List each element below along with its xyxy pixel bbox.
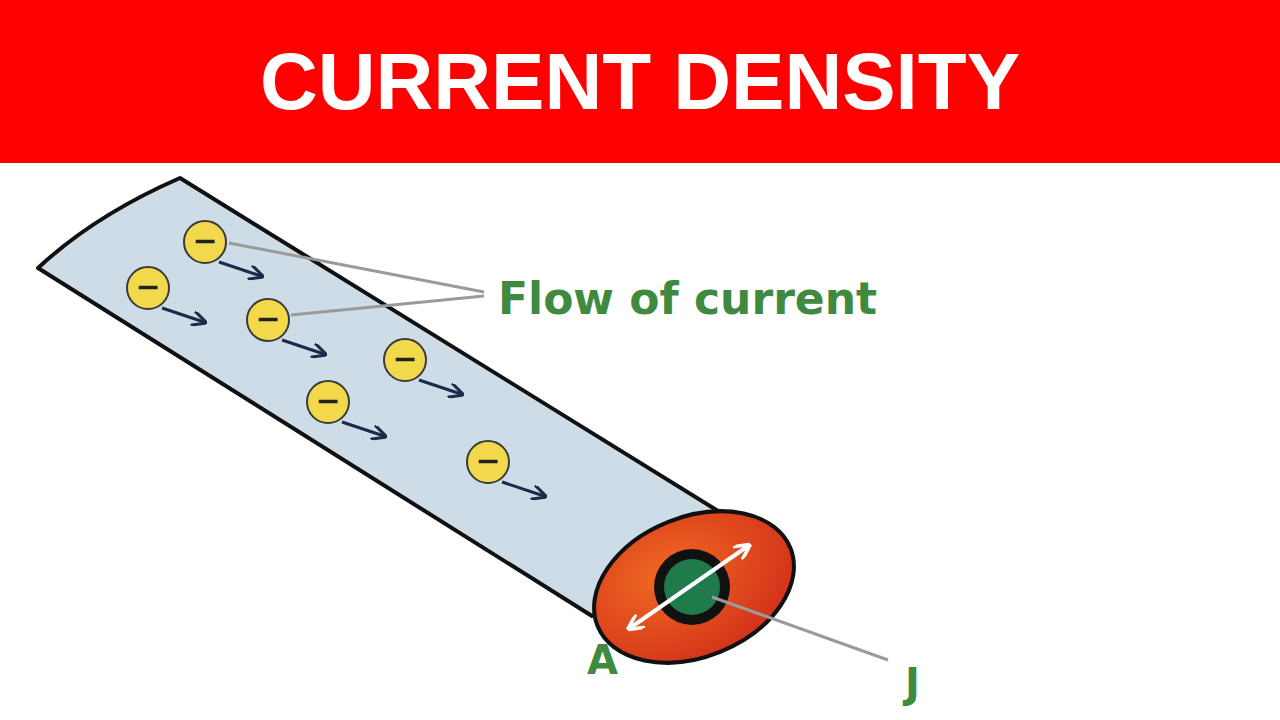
drift-arrow xyxy=(502,482,544,496)
wire-end-cap xyxy=(571,483,816,691)
charge-sign: − xyxy=(192,226,217,256)
callout-label: Flow of current xyxy=(498,277,877,321)
drift-arrow xyxy=(162,308,204,322)
drift-arrow xyxy=(219,262,261,276)
title-band xyxy=(0,0,1280,163)
drift-arrows xyxy=(162,262,544,496)
charge-sign: − xyxy=(392,344,417,374)
symbol-label: J xyxy=(905,663,920,703)
area-arrow xyxy=(630,546,748,628)
electron: − xyxy=(383,338,427,382)
symbol-label: A xyxy=(587,640,618,680)
leader-line xyxy=(291,296,484,315)
leader-line xyxy=(712,597,888,660)
leader-line xyxy=(229,243,484,292)
charge-sign: − xyxy=(255,304,280,334)
charge-sign: − xyxy=(315,386,340,416)
electron: − xyxy=(183,220,227,264)
drift-arrow xyxy=(282,340,324,354)
drift-arrow xyxy=(342,422,384,436)
electron: − xyxy=(126,266,170,310)
electron: − xyxy=(466,440,510,484)
drift-arrow xyxy=(419,380,461,394)
charge-sign: − xyxy=(135,272,160,302)
electron: − xyxy=(306,380,350,424)
title: CURRENT DENSITY xyxy=(0,0,1280,163)
charge-sign: − xyxy=(475,446,500,476)
electron: − xyxy=(246,298,290,342)
